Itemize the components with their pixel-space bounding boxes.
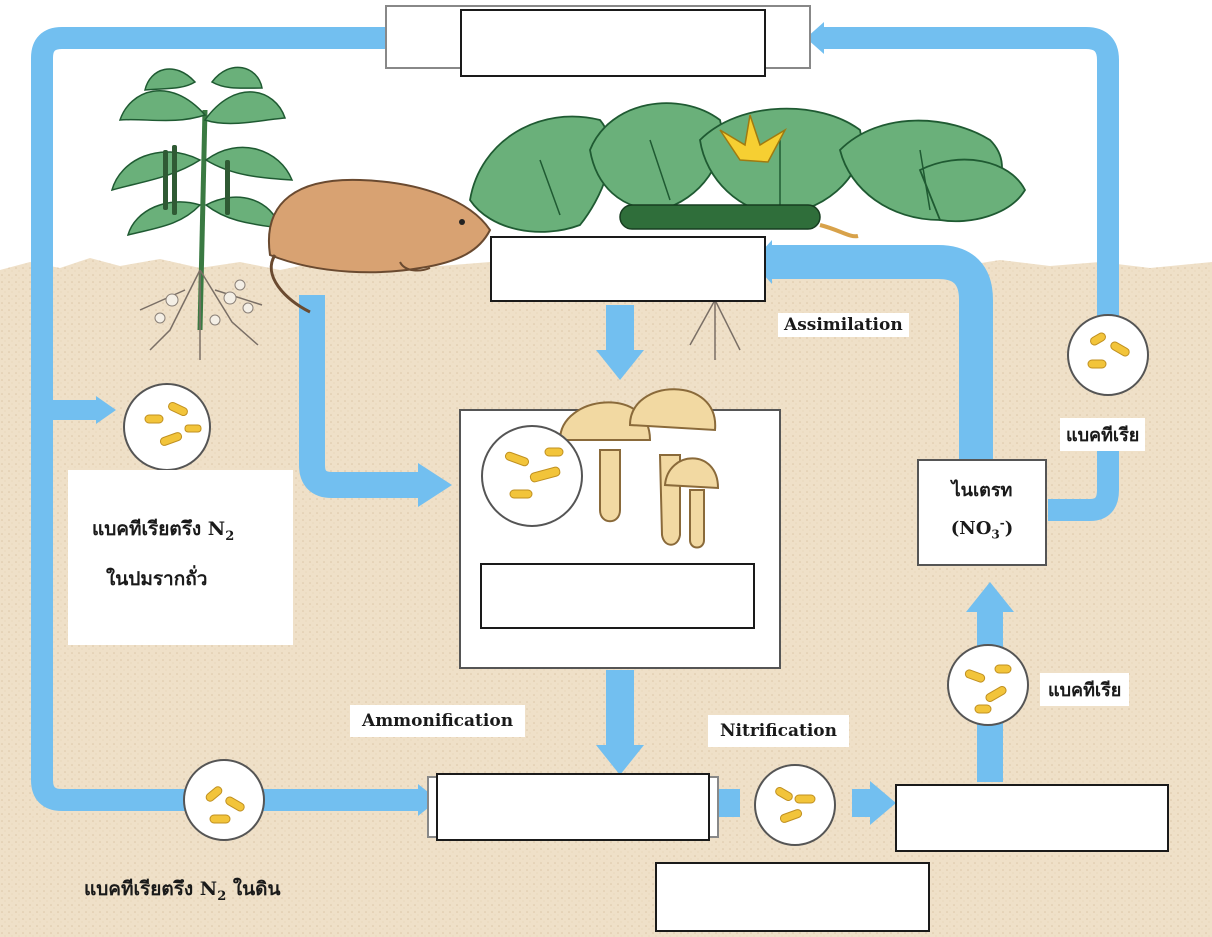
assimilation-label: Assimilation	[778, 313, 909, 337]
nitrate-thai: ไนเตรท	[952, 480, 1013, 501]
bacteria-root-circle	[124, 384, 210, 470]
bacteria-mid-circle	[948, 645, 1028, 725]
bacteria-decomposer-circle	[482, 426, 582, 526]
bacteria-soil-circle	[184, 760, 264, 840]
blank-box-top[interactable]	[460, 9, 766, 77]
bacteria-soil-tail: ในดิน	[226, 878, 280, 900]
bacteria-root-subscript: 2	[225, 529, 234, 544]
nitrate-label: ไนเตรท (NO3-)	[918, 475, 1046, 551]
bacteria-root-text-2: ในปมรากถั่ว	[92, 568, 207, 590]
bacteria-soil-text: แบคทีเรียตรึง N	[84, 878, 217, 900]
nitrate-subscript: 3	[991, 528, 999, 542]
nitrate-close: )	[1005, 518, 1014, 539]
bacteria-nitrification-circle	[755, 765, 835, 845]
blank-box-decomposer[interactable]	[480, 563, 755, 629]
blank-box-bottom[interactable]	[655, 862, 930, 932]
blank-box-ammonium[interactable]	[436, 773, 710, 841]
bacteria-root-text: แบคทีเรียตรึง N	[92, 518, 225, 540]
nitrate-formula: (NO	[951, 518, 992, 539]
blank-box-plant[interactable]	[490, 236, 766, 302]
bacteria-soil-subscript: 2	[217, 889, 226, 904]
bacteria-root-label: แบคทีเรียตรึง N2 ในปมรากถั่ว	[92, 508, 234, 600]
bacteria-right-label: แบคทีเรีย	[1060, 418, 1145, 451]
bacteria-soil-label: แบคทีเรียตรึง N2 ในดิน	[84, 874, 280, 904]
blank-box-nitrite[interactable]	[895, 784, 1169, 852]
bacteria-mid-label: แบคทีเรีย	[1040, 673, 1129, 706]
ammonification-label: Ammonification	[350, 705, 525, 737]
nitrification-label: Nitrification	[708, 715, 849, 747]
bacteria-right-circle	[1068, 315, 1148, 395]
